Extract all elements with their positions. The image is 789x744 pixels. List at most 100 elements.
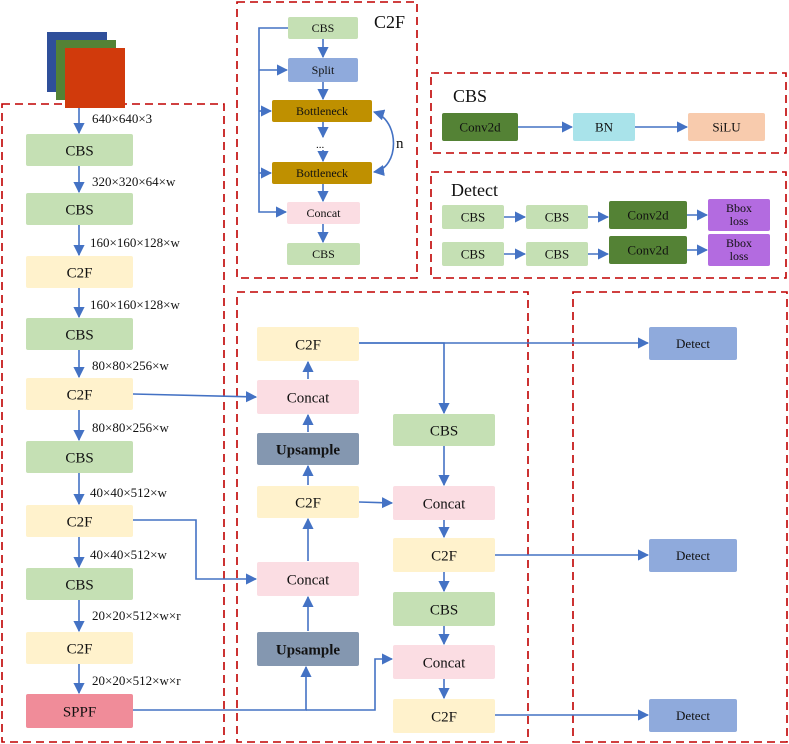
cbs-block: CBS bbox=[26, 441, 133, 473]
cbs-block: CBS bbox=[393, 414, 495, 446]
block-label: C2F bbox=[295, 495, 321, 511]
conv2d-block: Conv2d bbox=[442, 113, 518, 141]
concat-block: Concat bbox=[257, 562, 359, 596]
block-label: Bottleneck bbox=[296, 104, 348, 118]
block-label: C2F bbox=[67, 387, 93, 403]
cbs-block: CBS bbox=[526, 242, 588, 266]
c2f-block: C2F bbox=[26, 378, 133, 410]
cbs-module-title: CBS bbox=[453, 86, 487, 106]
neck-panel bbox=[236, 291, 529, 743]
concat-block: Concat bbox=[393, 645, 495, 679]
cbs-block: CBS bbox=[442, 242, 504, 266]
c2f-block: C2F bbox=[26, 505, 133, 537]
block-label: Upsample bbox=[276, 642, 341, 658]
head-panel bbox=[572, 291, 788, 743]
block-label: BN bbox=[595, 120, 614, 135]
backbone-dimension-labels: 640×640×3 320×320×64×w 160×160×128×w 160… bbox=[90, 111, 181, 688]
dim-label: 40×40×512×w bbox=[90, 547, 167, 562]
block-label: Concat bbox=[423, 655, 466, 671]
detect-block: Detect bbox=[649, 699, 737, 732]
flow-arrow bbox=[133, 519, 258, 585]
c2f-block: C2F bbox=[257, 327, 359, 361]
block-label: C2F bbox=[67, 514, 93, 530]
c2f-block: C2F bbox=[393, 699, 495, 733]
block-label: Detect bbox=[676, 708, 710, 723]
bottleneck-ellipsis: ... bbox=[316, 139, 325, 151]
flow-arrow bbox=[358, 497, 394, 509]
block-label: CBS bbox=[461, 247, 486, 262]
block-label: CBS bbox=[65, 450, 93, 466]
block-label: CBS bbox=[461, 210, 486, 225]
block-label: CBS bbox=[65, 143, 93, 159]
cbs-block: CBS bbox=[26, 568, 133, 600]
concat-block: Concat bbox=[393, 486, 495, 520]
upsample-block: Upsample bbox=[257, 632, 359, 666]
c2f-module-panel bbox=[236, 1, 418, 279]
silu-block: SiLU bbox=[688, 113, 765, 141]
block-label: Concat bbox=[287, 390, 330, 406]
block-label: Concat bbox=[423, 496, 466, 512]
cbs-block: CBS bbox=[26, 134, 133, 166]
blocks: CBS CBS C2F CBS C2F CBS C2F CBS C2F SPPF CBS SplitB… bbox=[26, 17, 770, 733]
flow-arrow bbox=[359, 342, 450, 415]
dim-label: 640×640×3 bbox=[92, 111, 152, 126]
dim-label: 20×20×512×w×r bbox=[92, 608, 181, 623]
c2f-block: C2F bbox=[26, 256, 133, 288]
dim-label: 40×40×512×w bbox=[90, 485, 167, 500]
block-label: Conv2d bbox=[459, 120, 501, 135]
c2f-block: C2F bbox=[257, 486, 359, 518]
cbs-module-panel bbox=[430, 72, 787, 154]
cbs-block: CBS bbox=[526, 205, 588, 229]
block-label: CBS bbox=[545, 247, 570, 262]
c2f-block: C2F bbox=[26, 632, 133, 664]
block-label: C2F bbox=[67, 641, 93, 657]
block-label: CBS bbox=[430, 602, 458, 618]
sppf-block: SPPF bbox=[26, 694, 133, 728]
split-block: Split bbox=[288, 58, 358, 82]
block-label: Conv2d bbox=[627, 208, 669, 223]
block-label: Detect bbox=[676, 336, 710, 351]
dim-label: 320×320×64×w bbox=[92, 174, 176, 189]
flow-arrow bbox=[306, 653, 394, 711]
input-image-icon bbox=[47, 32, 125, 108]
block-label: Split bbox=[312, 63, 335, 77]
block-label: Concat bbox=[287, 572, 330, 588]
block-label: CBS bbox=[312, 247, 335, 261]
block-label: Upsample bbox=[276, 442, 341, 458]
c2f-block: C2F bbox=[393, 538, 495, 572]
cbs-block: CBS bbox=[288, 17, 358, 39]
cbs-block: CBS bbox=[26, 193, 133, 225]
block-label: Concat bbox=[307, 206, 342, 220]
dim-label: 80×80×256×w bbox=[92, 420, 169, 435]
bottleneck-block: Bottleneck bbox=[272, 162, 372, 184]
block-label: CBS bbox=[312, 21, 335, 35]
cbs-block: CBS bbox=[442, 205, 504, 229]
block-label: CBS bbox=[545, 210, 570, 225]
flow-arrow bbox=[132, 391, 258, 403]
detect-block: Detect bbox=[649, 539, 737, 572]
bottleneck-repeat-arrow bbox=[372, 109, 395, 176]
block-label: C2F bbox=[295, 337, 321, 353]
flow-arrow bbox=[258, 27, 288, 218]
detect-module-title: Detect bbox=[451, 180, 498, 200]
bottleneck-repeat-label: n bbox=[396, 136, 404, 152]
arrows bbox=[73, 27, 709, 721]
cbs-block: CBS bbox=[26, 318, 133, 350]
block-label: CBS bbox=[65, 202, 93, 218]
dim-label: 20×20×512×w×r bbox=[92, 673, 181, 688]
detect-module-panel bbox=[430, 171, 787, 279]
block-label: SPPF bbox=[63, 704, 96, 720]
dim-label: 160×160×128×w bbox=[90, 297, 180, 312]
concat-block: Concat bbox=[287, 202, 360, 224]
upsample-block: Upsample bbox=[257, 433, 359, 465]
block-label: C2F bbox=[431, 548, 457, 564]
dim-label: 80×80×256×w bbox=[92, 358, 169, 373]
bn-block: BN bbox=[573, 113, 635, 141]
dim-label: 160×160×128×w bbox=[90, 235, 180, 250]
detect-block: Detect bbox=[649, 327, 737, 360]
cbs-block: CBS bbox=[393, 592, 495, 626]
